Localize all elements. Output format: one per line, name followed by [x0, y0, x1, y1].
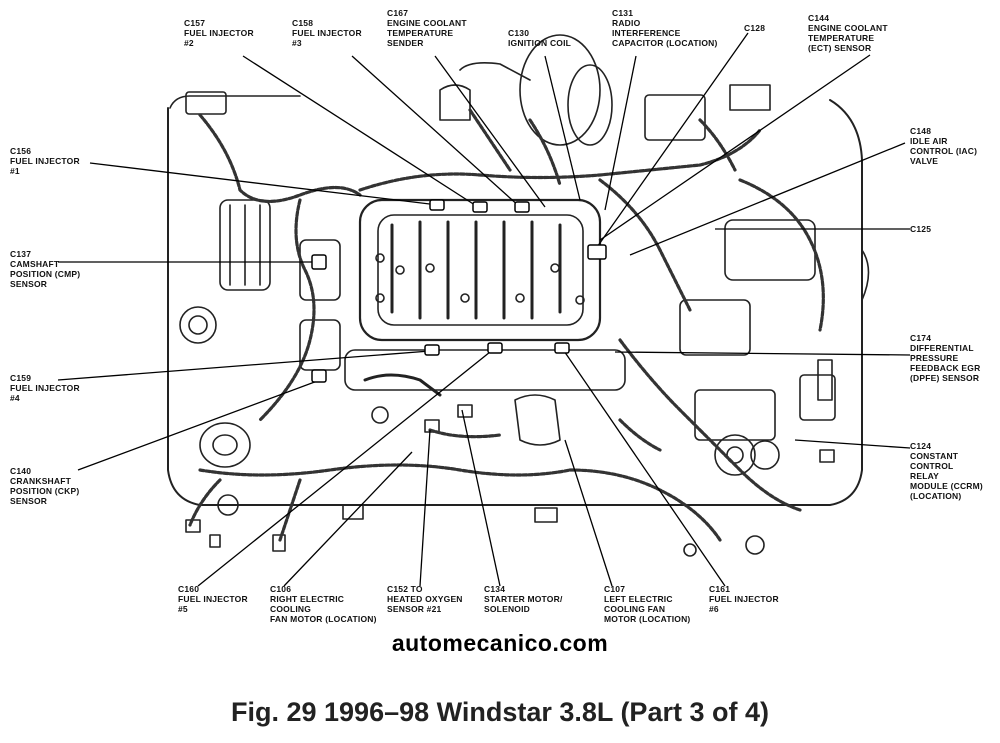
- label-c158: C158 FUEL INJECTOR #3: [292, 18, 362, 48]
- label-c144: C144 ENGINE COOLANT TEMPERATURE (ECT) SE…: [808, 13, 888, 53]
- label-c159: C159 FUEL INJECTOR #4: [10, 373, 80, 403]
- label-c161: C161 FUEL INJECTOR #6: [709, 584, 779, 614]
- label-c131: C131 RADIO INTERFERENCE CAPACITOR (LOCAT…: [612, 8, 718, 48]
- label-c174: C174 DIFFERENTIAL PRESSURE FEEDBACK EGR …: [910, 333, 981, 383]
- label-c130: C130 IGNITION COIL: [508, 28, 572, 48]
- label-c124: C124 CONSTANT CONTROL RELAY MODULE (CCRM…: [910, 441, 983, 501]
- label-c167: C167 ENGINE COOLANT TEMPERATURE SENDER: [387, 8, 467, 48]
- label-c125: C125: [910, 224, 932, 234]
- label-c106: C106 RIGHT ELECTRIC COOLING FAN MOTOR (L…: [270, 584, 377, 624]
- label-c152: C152 TO HEATED OXYGEN SENSOR #21: [387, 584, 463, 614]
- label-c156: C156 FUEL INJECTOR #1: [10, 146, 80, 176]
- label-c157: C157 FUEL INJECTOR #2: [184, 18, 254, 48]
- label-c137: C137 CAMSHAFT POSITION (CMP) SENSOR: [10, 249, 81, 289]
- figure-caption: Fig. 29 1996–98 Windstar 3.8L (Part 3 of…: [231, 697, 769, 727]
- label-c148: C148 IDLE AIR CONTROL (IAC) VALVE: [910, 126, 978, 166]
- label-c107: C107 LEFT ELECTRIC COOLING FAN MOTOR (LO…: [604, 584, 691, 624]
- watermark: automecanico.com: [391, 630, 609, 656]
- label-c128: C128: [744, 23, 766, 33]
- label-c160: C160 FUEL INJECTOR #5: [178, 584, 248, 614]
- label-c140: C140 CRANKSHAFT POSITION (CKP) SENSOR: [10, 466, 80, 506]
- label-c134: C134 STARTER MOTOR/ SOLENOID: [484, 584, 563, 614]
